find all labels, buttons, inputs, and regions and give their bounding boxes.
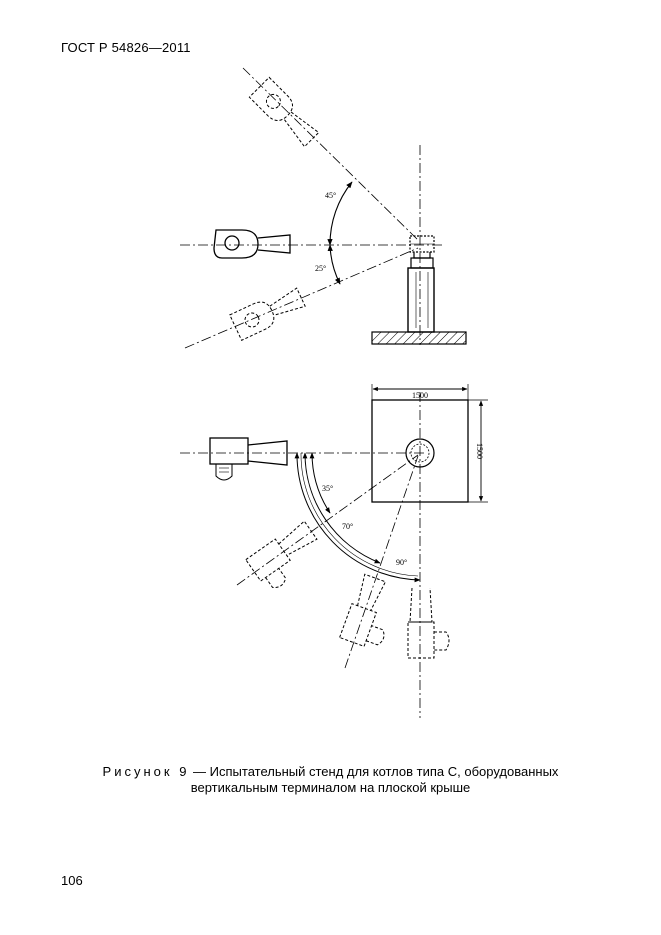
width-dimension-label: 1500: [412, 391, 428, 400]
elevation-view: [180, 67, 467, 349]
angle-35-label: 35°: [322, 484, 333, 493]
height-dimension-label: 1500: [475, 443, 484, 459]
document-header: ГОСТ Р 54826—2011: [61, 40, 191, 55]
elevation-angle-labels: 45° 25°: [315, 191, 336, 273]
flat-roof-slab: [371, 331, 467, 345]
angle-90-label: 90°: [396, 558, 407, 567]
plan-axis-35: [236, 454, 419, 586]
caption-line-2: вертикальным терминалом на плоской крыше: [190, 780, 471, 795]
caption-text-1: Испытательный стенд для котлов типа С, о…: [209, 764, 559, 779]
caption-label: Рисунок 9: [102, 764, 190, 779]
arc-90: [294, 452, 421, 583]
plan-appliance-0: [209, 437, 288, 481]
appliance-25: [229, 287, 306, 341]
plan-appliance-35: [245, 520, 318, 588]
plan-view: [180, 384, 488, 718]
plan-appliance-90: [407, 587, 450, 659]
arc-45: [327, 181, 353, 246]
angle-70-label: 70°: [342, 522, 353, 531]
appliance-0: [213, 229, 291, 259]
caption-dash: —: [189, 764, 210, 779]
caption-line-1: Рисунок 9 — Испытательный стенд для котл…: [0, 764, 661, 780]
arc-35: [309, 452, 331, 514]
angle-45-label: 45°: [325, 191, 336, 200]
arc-25: [327, 244, 341, 285]
axis-25: [184, 247, 419, 349]
plan-labels: 1500 1500 35° 70° 90°: [322, 391, 484, 567]
page-number: 106: [61, 873, 83, 888]
plan-appliance-70: [338, 573, 387, 648]
vertical-terminal: [407, 235, 435, 333]
axis-45: [242, 67, 419, 241]
appliance-45: [248, 76, 320, 148]
figure-caption: Рисунок 9 — Испытательный стенд для котл…: [0, 764, 661, 796]
angle-25-label: 25°: [315, 264, 326, 273]
arc-70: [302, 452, 381, 564]
